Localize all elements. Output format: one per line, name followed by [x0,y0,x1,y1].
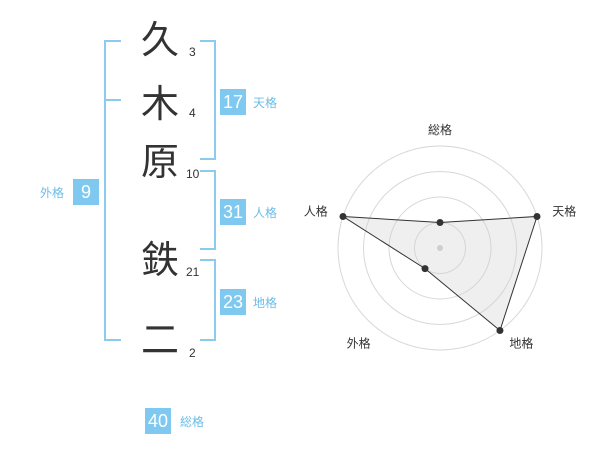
stroke-count-5: 2 [189,346,196,360]
radar-center-dot [437,245,443,251]
jinkaku-label: 人格 [253,206,278,220]
name-char-2: 木 [140,82,179,126]
stroke-count-3: 10 [186,167,200,181]
chikaku-label: 地格 [253,296,278,310]
tenkaku-value-badge: 17 [220,89,247,115]
name-char-5: 二 [140,318,179,362]
radar-axis-label-5: 人格 [304,204,328,219]
radar-axis-label-2: 天格 [552,204,576,219]
name-char-1: 久 [140,18,179,62]
radar-axis-label-4: 外格 [347,335,371,350]
jinkaku-bracket [200,170,216,250]
stroke-count-4: 21 [186,265,200,279]
jinkaku-value-badge: 31 [220,199,247,225]
name-char-4: 鉄 [140,238,179,282]
soukaku-label: 総格 [180,415,205,429]
radar-point-5 [339,212,347,220]
radar-series-polygon [342,215,538,332]
radar-ring-3 [363,171,517,325]
chikaku-bracket [200,259,216,341]
stroke-count-2: 4 [189,106,196,120]
gaikaku-bracket [104,40,121,341]
chikaku-value-badge: 23 [220,289,247,315]
radar-axis-label-3: 地格 [509,335,533,350]
stroke-count-1: 3 [189,45,196,59]
radar-ring-2 [388,196,492,300]
gaikaku-label: 外格 [40,186,65,200]
gaikaku-bracket-tick [104,99,121,101]
radar-point-4 [421,265,429,273]
name-char-3: 原 [140,140,179,184]
gaikaku-value-badge: 9 [73,179,99,205]
tenkaku-label: 天格 [253,96,278,110]
radar-point-3 [496,327,504,335]
soukaku-value-badge: 40 [145,408,172,434]
radar-point-2 [533,212,541,220]
tenkaku-bracket [200,40,216,160]
radar-axis-label-1: 総格 [428,122,452,137]
radar-ring-4 [337,145,543,351]
radar-point-1 [436,219,444,226]
